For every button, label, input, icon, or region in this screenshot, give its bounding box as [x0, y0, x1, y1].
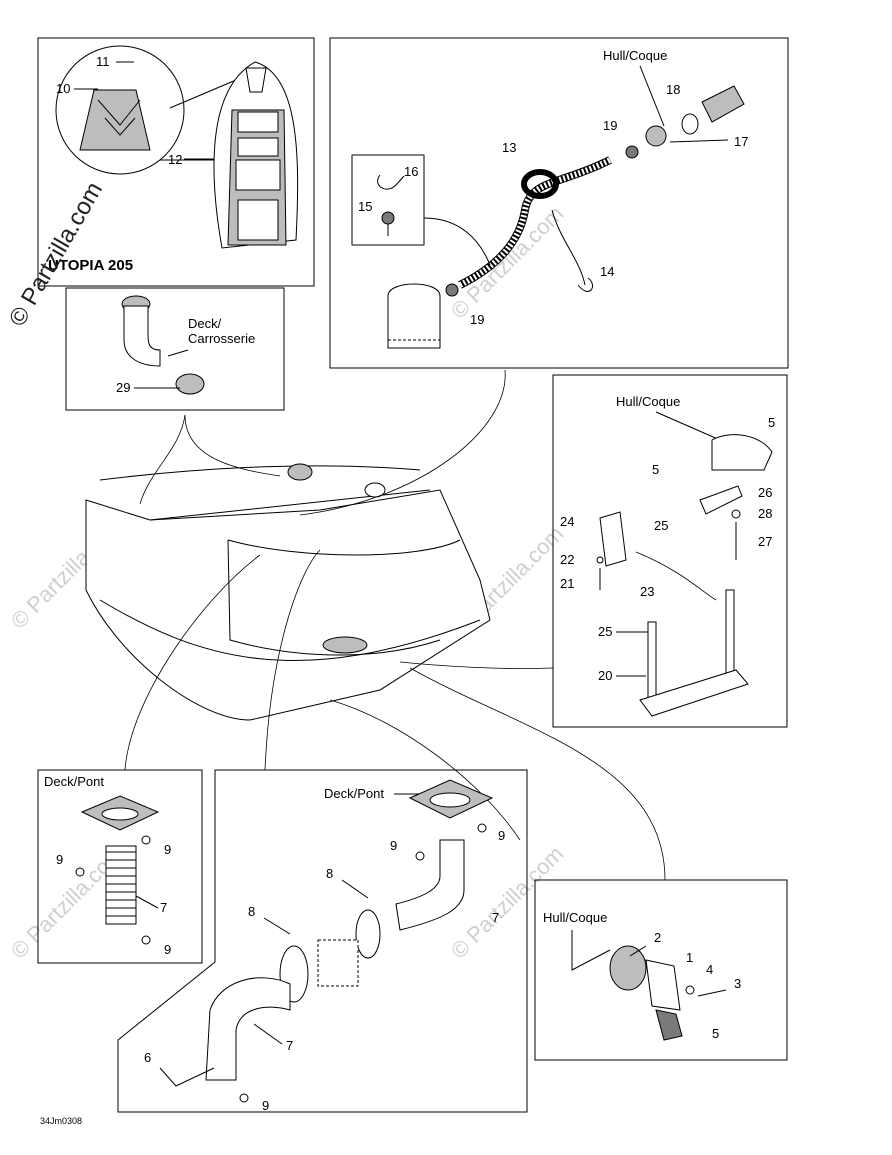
callout-5: 5	[652, 462, 659, 477]
hull-label: Hull/Coque	[616, 394, 680, 409]
fuel-cap	[287, 463, 313, 481]
clamp-inset	[351, 154, 425, 246]
hull-pad	[711, 434, 773, 471]
callout-22: 22	[560, 552, 574, 567]
drain-plug-opening	[322, 636, 368, 654]
panel-frame	[117, 769, 528, 1113]
duct-hose	[105, 845, 137, 925]
panel-vent: Deck/ Carrosserie 29	[65, 287, 285, 411]
watermark-main: © Partzilla.com	[4, 177, 108, 331]
panel-drain: Hull/Coque 2 1 4 3 5	[534, 879, 788, 1061]
callout-5: 5	[768, 415, 775, 430]
panel-frame	[37, 37, 315, 287]
callout-16: 16	[404, 164, 418, 179]
callout-19: 19	[603, 118, 617, 133]
model-title: UTOPIA 205	[48, 257, 133, 274]
callout-25: 25	[598, 624, 612, 639]
callout-23: 23	[640, 584, 654, 599]
callout-6: 6	[144, 1050, 151, 1065]
callout-8: 8	[248, 904, 255, 919]
ladder-step	[639, 669, 749, 717]
callout-15: 15	[358, 199, 372, 214]
panel-frame	[37, 769, 203, 964]
hull-label: Hull/Coque	[543, 910, 607, 925]
outlet-fitting	[701, 85, 745, 123]
callout-11: 11	[96, 54, 110, 69]
hose-clamp	[445, 283, 459, 297]
callout-9: 9	[390, 838, 397, 853]
callout-26: 26	[758, 485, 772, 500]
gasket-ring	[681, 113, 699, 135]
duct-elbow-lower	[205, 977, 291, 1081]
clamp-strap	[355, 909, 381, 959]
callout-28: 28	[758, 506, 772, 521]
callout-27: 27	[758, 534, 772, 549]
drain-housing	[645, 959, 681, 1011]
panel-hose: Hull/Coque 18 19 13 17 16 15 14 19	[329, 37, 789, 369]
duct-elbow-upper	[395, 839, 465, 931]
callout-25: 25	[654, 518, 668, 533]
callout-24: 24	[560, 514, 574, 529]
watermark-text: © Partzilla.com	[446, 201, 569, 324]
callout-2: 2	[654, 930, 661, 945]
vent-flange	[175, 373, 205, 395]
ladder-bracket	[599, 511, 627, 567]
panel-frame	[534, 879, 788, 1061]
vent-elbow	[123, 305, 161, 367]
callout-14: 14	[600, 264, 614, 279]
hose-clamp	[625, 145, 639, 159]
duct-coupler	[317, 939, 359, 987]
thru-hull-nut	[645, 125, 667, 147]
stern-hull	[85, 489, 491, 721]
callout-10: 10	[56, 81, 70, 96]
callout-9: 9	[164, 942, 171, 957]
panel-duct-small: Deck/Pont 9 9 7 9	[37, 769, 203, 964]
drawing-code: 34Jm0308	[40, 1116, 82, 1126]
callout-13: 13	[502, 140, 516, 155]
deck-label: Deck/Pont	[44, 774, 104, 789]
inset-boat-panel: 11 10 12 UTOPIA 205	[37, 37, 315, 287]
panel-frame	[65, 287, 285, 411]
hull-label: Hull/Coque	[603, 48, 667, 63]
clamp-strap	[279, 945, 309, 1003]
ladder-rail-left	[647, 621, 657, 703]
callout-8: 8	[326, 866, 333, 881]
callout-9: 9	[164, 842, 171, 857]
panel-ladder: Hull/Coque 5 26 28 27 5 24 25 22 21 23 2…	[552, 374, 788, 728]
callout-5: 5	[712, 1026, 719, 1041]
drain-plug	[655, 1009, 683, 1041]
deck-label: Deck/Pont	[324, 786, 384, 801]
callout-7: 7	[492, 910, 499, 925]
panel-frame	[329, 37, 789, 369]
callout-21: 21	[560, 576, 574, 591]
callout-7: 7	[160, 900, 167, 915]
drain-gasket	[609, 945, 647, 991]
callout-9: 9	[498, 828, 505, 843]
deck-label-line1: Deck/	[188, 316, 222, 331]
vent-outlet	[364, 482, 386, 498]
bilge-pump	[387, 283, 441, 349]
ladder-rail-right	[725, 589, 735, 681]
callout-3: 3	[734, 976, 741, 991]
callout-19: 19	[470, 312, 484, 327]
step-bracket	[699, 485, 743, 515]
callout-9: 9	[262, 1098, 269, 1113]
callout-18: 18	[666, 82, 680, 97]
deck-label-line2: Carrosserie	[188, 331, 255, 346]
panel-duct-large: Deck/Pont 9 9 8 7 8 7 6 9	[117, 769, 528, 1113]
callout-12: 12	[168, 152, 182, 167]
callout-4: 4	[706, 962, 713, 977]
boat-stern-view	[85, 463, 491, 721]
callout-7: 7	[286, 1038, 293, 1053]
callout-9: 9	[56, 852, 63, 867]
callout-1: 1	[686, 950, 693, 965]
callout-20: 20	[598, 668, 612, 683]
screw-icon	[381, 211, 395, 225]
callout-17: 17	[734, 134, 748, 149]
callout-29: 29	[116, 380, 130, 395]
panel-frame	[552, 374, 788, 728]
